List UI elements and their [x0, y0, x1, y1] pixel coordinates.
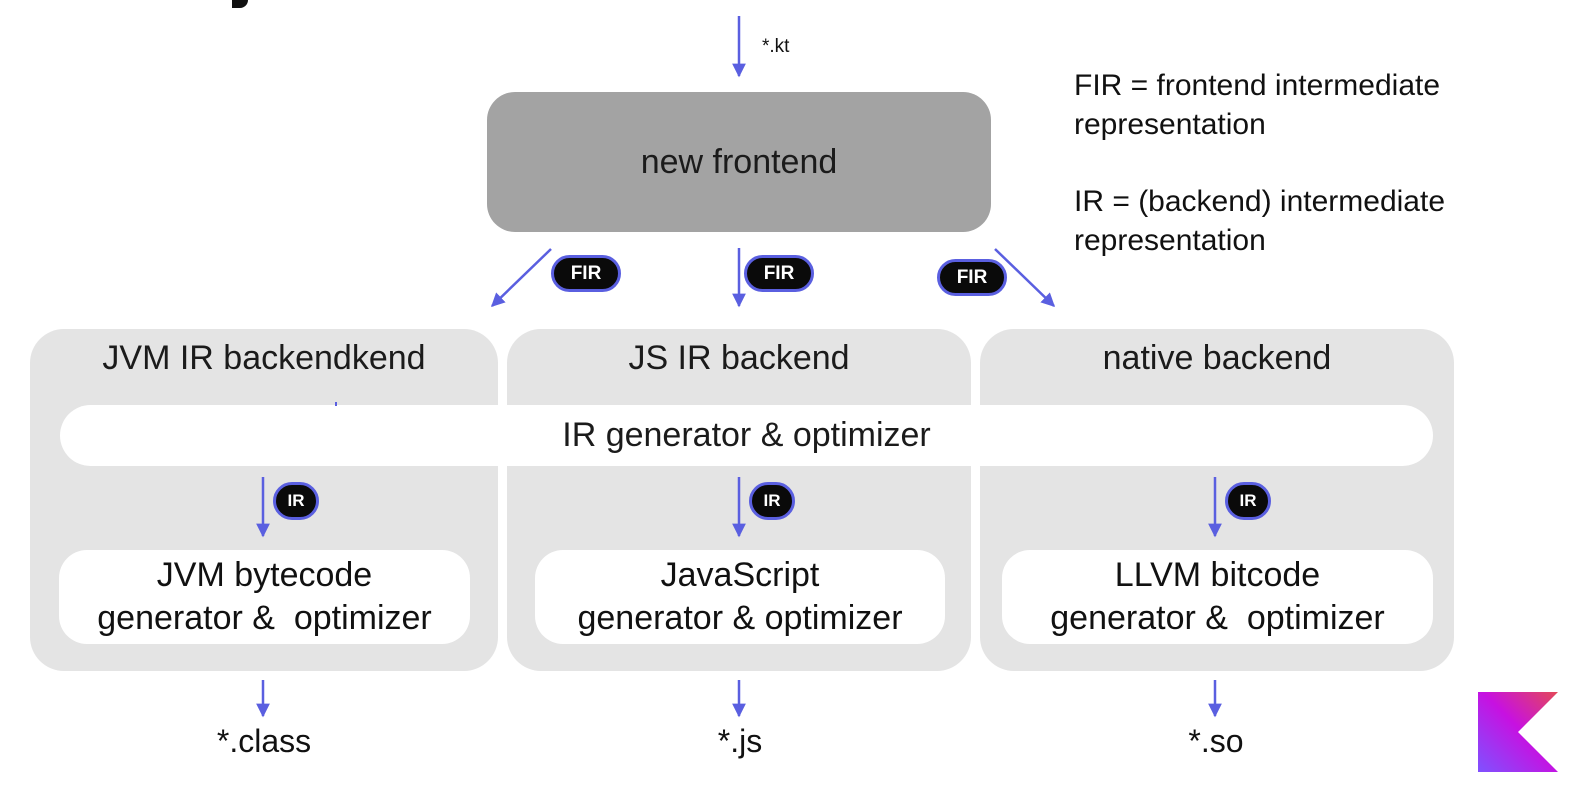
fir-legend: FIR = frontend intermediate representati… [1074, 66, 1440, 144]
fir-badge-native: FIR [937, 259, 1007, 296]
jvm-bytecode-generator-box: JVM bytecode generator & optimizer [59, 550, 470, 644]
js-backend-title: JS IR backend [628, 339, 850, 377]
js-generator-line2: generator & optimizer [577, 599, 903, 637]
arrow-frontend-to-jvm [491, 248, 552, 307]
fir-legend-line1: FIR = frontend intermediate [1074, 69, 1441, 102]
fir-badge-jvm: FIR [551, 255, 621, 292]
jvm-backend-title: JVM IR backendkend [102, 339, 426, 377]
llvm-generator-line1: LLVM bitcode [1114, 556, 1321, 594]
fir-legend-line2: representation [1074, 108, 1266, 141]
jvm-generator-line2: generator & optimizer [97, 599, 432, 637]
ir-legend-line1: IR = (backend) intermediate [1074, 185, 1446, 218]
javascript-generator-box: JavaScript generator & optimizer [535, 550, 945, 644]
jvm-generator-line1: JVM bytecode [156, 556, 373, 594]
title-fragment [232, 0, 248, 8]
ir-badge-js: IR [749, 482, 795, 520]
new-frontend-label: new frontend [640, 142, 838, 181]
js-output-label: *.js [717, 723, 763, 759]
native-output-label: *.so [1188, 723, 1244, 759]
input-file-label: *.kt [762, 36, 790, 57]
llvm-bitcode-generator-box: LLVM bitcode generator & optimizer [1002, 550, 1433, 644]
ir-badge-native: IR [1225, 482, 1271, 520]
ir-legend-line2: representation [1074, 224, 1266, 257]
ir-badge-jvm: IR [273, 482, 319, 520]
js-generator-line1: JavaScript [660, 556, 820, 594]
kotlin-logo-icon [1478, 692, 1558, 772]
fir-badge-js: FIR [744, 255, 814, 292]
llvm-generator-line2: generator & optimizer [1050, 599, 1385, 637]
native-backend-title: native backend [1102, 339, 1332, 377]
new-frontend-box: new frontend [487, 92, 991, 232]
ir-legend: IR = (backend) intermediate representati… [1074, 182, 1445, 260]
jvm-output-label: *.class [216, 723, 312, 759]
ir-generator-label: IR generator & optimizer [562, 416, 931, 454]
ir-generator-bar: IR generator & optimizer [60, 405, 1433, 466]
